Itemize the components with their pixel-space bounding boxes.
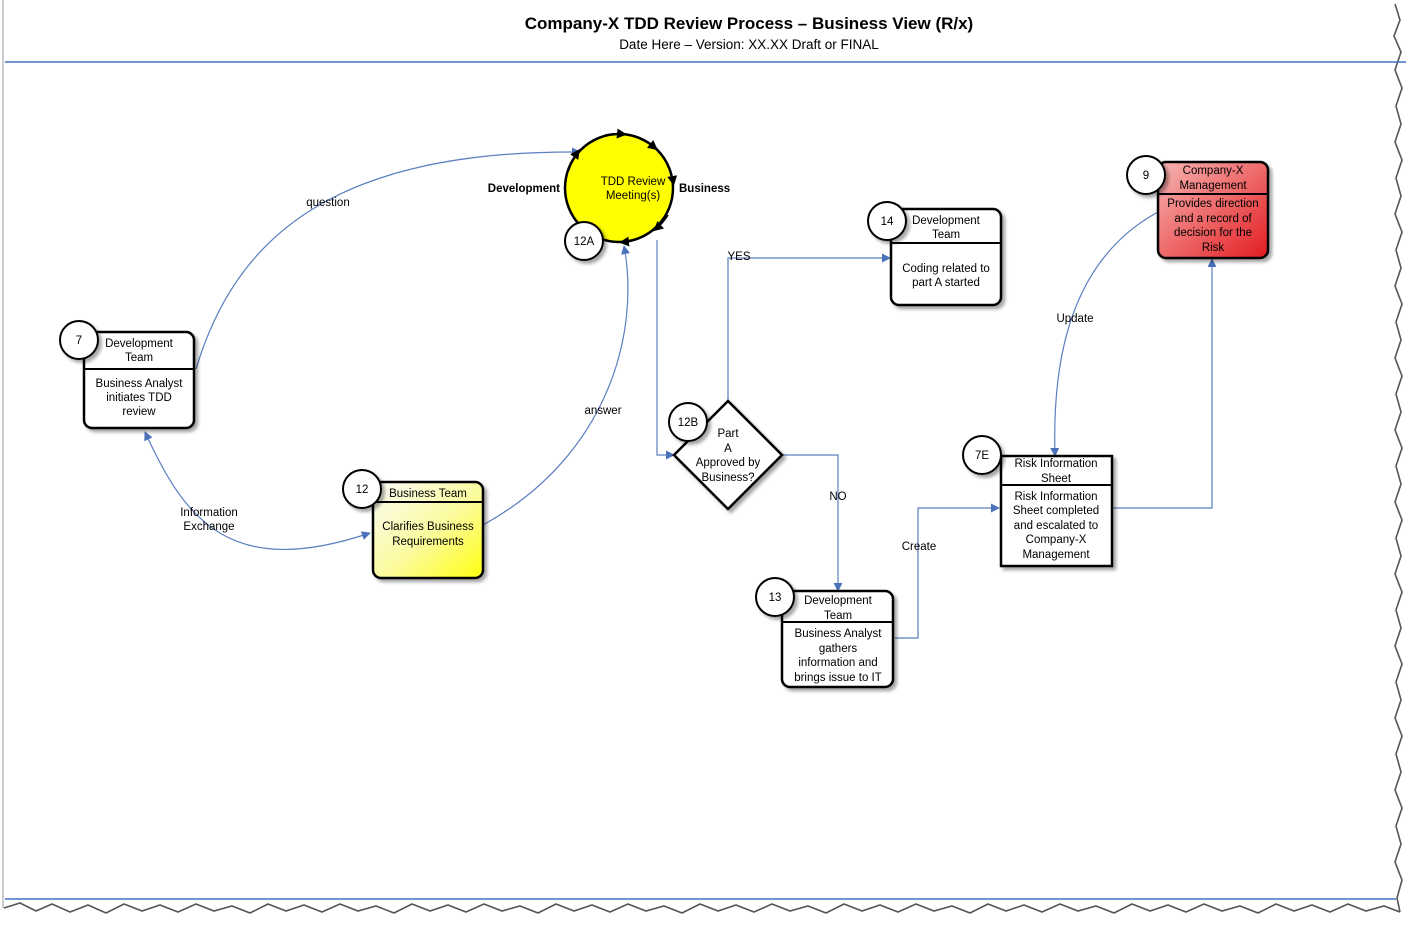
node-body-1: Business Analyst [795,628,883,640]
label-no: NO [829,491,846,503]
step-number: 12B [678,417,699,429]
label-info-exchange-1: Information [180,507,238,519]
edge-question [195,147,581,370]
node-body-4: Risk [1202,242,1225,254]
node-body-2: Sheet completed [1013,505,1099,517]
node-header-2: Team [932,229,960,241]
node-body-4: Company-X [1026,534,1087,546]
step-number-badge [962,435,1002,475]
node-box [999,454,1114,568]
cycle-arrow-icon [639,138,658,151]
node-box [780,589,895,689]
step-number: 12A [574,236,595,248]
node-body-2: Requirements [392,536,464,548]
cycle-arrow-icon [568,148,580,171]
label-info-exchange-2: Exchange [183,521,234,533]
process-node-7: Development Team Business Analyst initia… [59,320,196,430]
decision-node-12B: Part A Approved by Business? 12B [668,399,784,511]
step-number-badge [668,402,708,442]
edge-create [895,503,1000,639]
node-header-1: Company-X [1183,165,1244,177]
node-header-1: Business Team [389,488,467,500]
meeting-label-2: Meeting(s) [606,190,660,202]
node-body-3: decision for the [1174,227,1252,239]
label-create: Create [902,541,937,553]
step-number: 7E [975,450,989,462]
node-header-1: Development [912,215,981,227]
edge-no [782,454,843,592]
node-body-2: gathers [819,643,858,655]
step-number-badge [867,201,907,241]
node-box [1156,160,1270,260]
label-update: Update [1056,313,1093,325]
node-header-2: Management [1179,180,1247,192]
torn-right-edge [1393,3,1403,913]
node-header-2: Team [125,352,153,364]
node-box [371,480,485,580]
node-box [889,207,1003,307]
edge-meeting-to-decision [656,240,675,460]
node-body-3: review [122,406,156,418]
edge-yes [727,253,891,402]
step-number-badge [342,469,382,509]
cycle-arrow-icon [604,128,627,139]
decision-label-1: Part [717,428,739,440]
label-answer: answer [584,405,621,417]
label-question: question [306,197,349,209]
node-body-5: Management [1022,549,1090,561]
edge-update [1050,211,1159,457]
node-box [82,330,196,430]
process-node-13: Development Team Business Analyst gather… [755,577,895,689]
step-number: 7 [76,335,82,347]
step-number: 9 [1143,170,1149,182]
process-node-9: Company-X Management Provides direction … [1126,155,1270,260]
torn-bottom-edge [3,902,1401,914]
decision-label-4: Business? [701,472,754,484]
cycle-arrow-icon [653,214,669,232]
process-node-7E: Risk Information Sheet Risk Information … [962,435,1114,568]
node-body-1: Clarifies Business [382,521,474,533]
decision-label-2: A [724,443,732,455]
node-body-2: initiates TDD [106,392,172,404]
step-number-badge [59,320,99,360]
node-body-1: Provides direction [1167,198,1258,210]
meeting-node: TDD Review Meeting(s) Development Busine… [488,128,730,261]
node-header-1: Development [105,338,174,350]
node-body-1: Business Analyst [96,378,184,390]
node-body-2: part A started [912,277,980,289]
step-number: 12 [356,484,369,496]
process-node-12: Business Team Clarifies Business Require… [342,469,485,580]
meeting-left-label: Development [488,183,560,195]
step-number-badge [1126,155,1166,195]
edge-escalate [1112,258,1217,509]
meeting-right-label: Business [679,183,730,195]
node-header-2: Team [824,610,852,622]
node-header-2: Sheet [1041,473,1072,485]
step-number-badge [755,577,795,617]
node-body-1: Coding related to [902,263,990,275]
step-number: 13 [769,592,782,604]
node-header-1: Risk Information [1014,458,1097,470]
node-body-3: and escalated to [1014,520,1098,532]
label-yes: YES [727,251,750,263]
node-body-3: information and [798,657,877,669]
node-header-1: Development [804,595,873,607]
diagram-title: Company-X TDD Review Process – Business … [525,14,973,33]
diagram-subtitle: Date Here – Version: XX.XX Draft or FINA… [619,37,879,52]
page-frame [2,0,1403,914]
edge-information-exchange [144,431,371,550]
node-body-2: and a record of [1174,213,1252,225]
step-number-badge [564,221,604,261]
decision-label-3: Approved by [696,457,761,469]
cycle-arrow-icon [619,236,641,247]
meeting-label-1: TDD Review [601,176,666,188]
edge-answer [482,245,630,526]
node-body-1: Risk Information [1014,491,1097,503]
step-number: 14 [881,216,894,228]
process-node-14: Development Team Coding related to part … [867,201,1003,307]
node-body-4: brings issue to IT [794,672,882,684]
cycle-arrow-icon [666,163,678,186]
